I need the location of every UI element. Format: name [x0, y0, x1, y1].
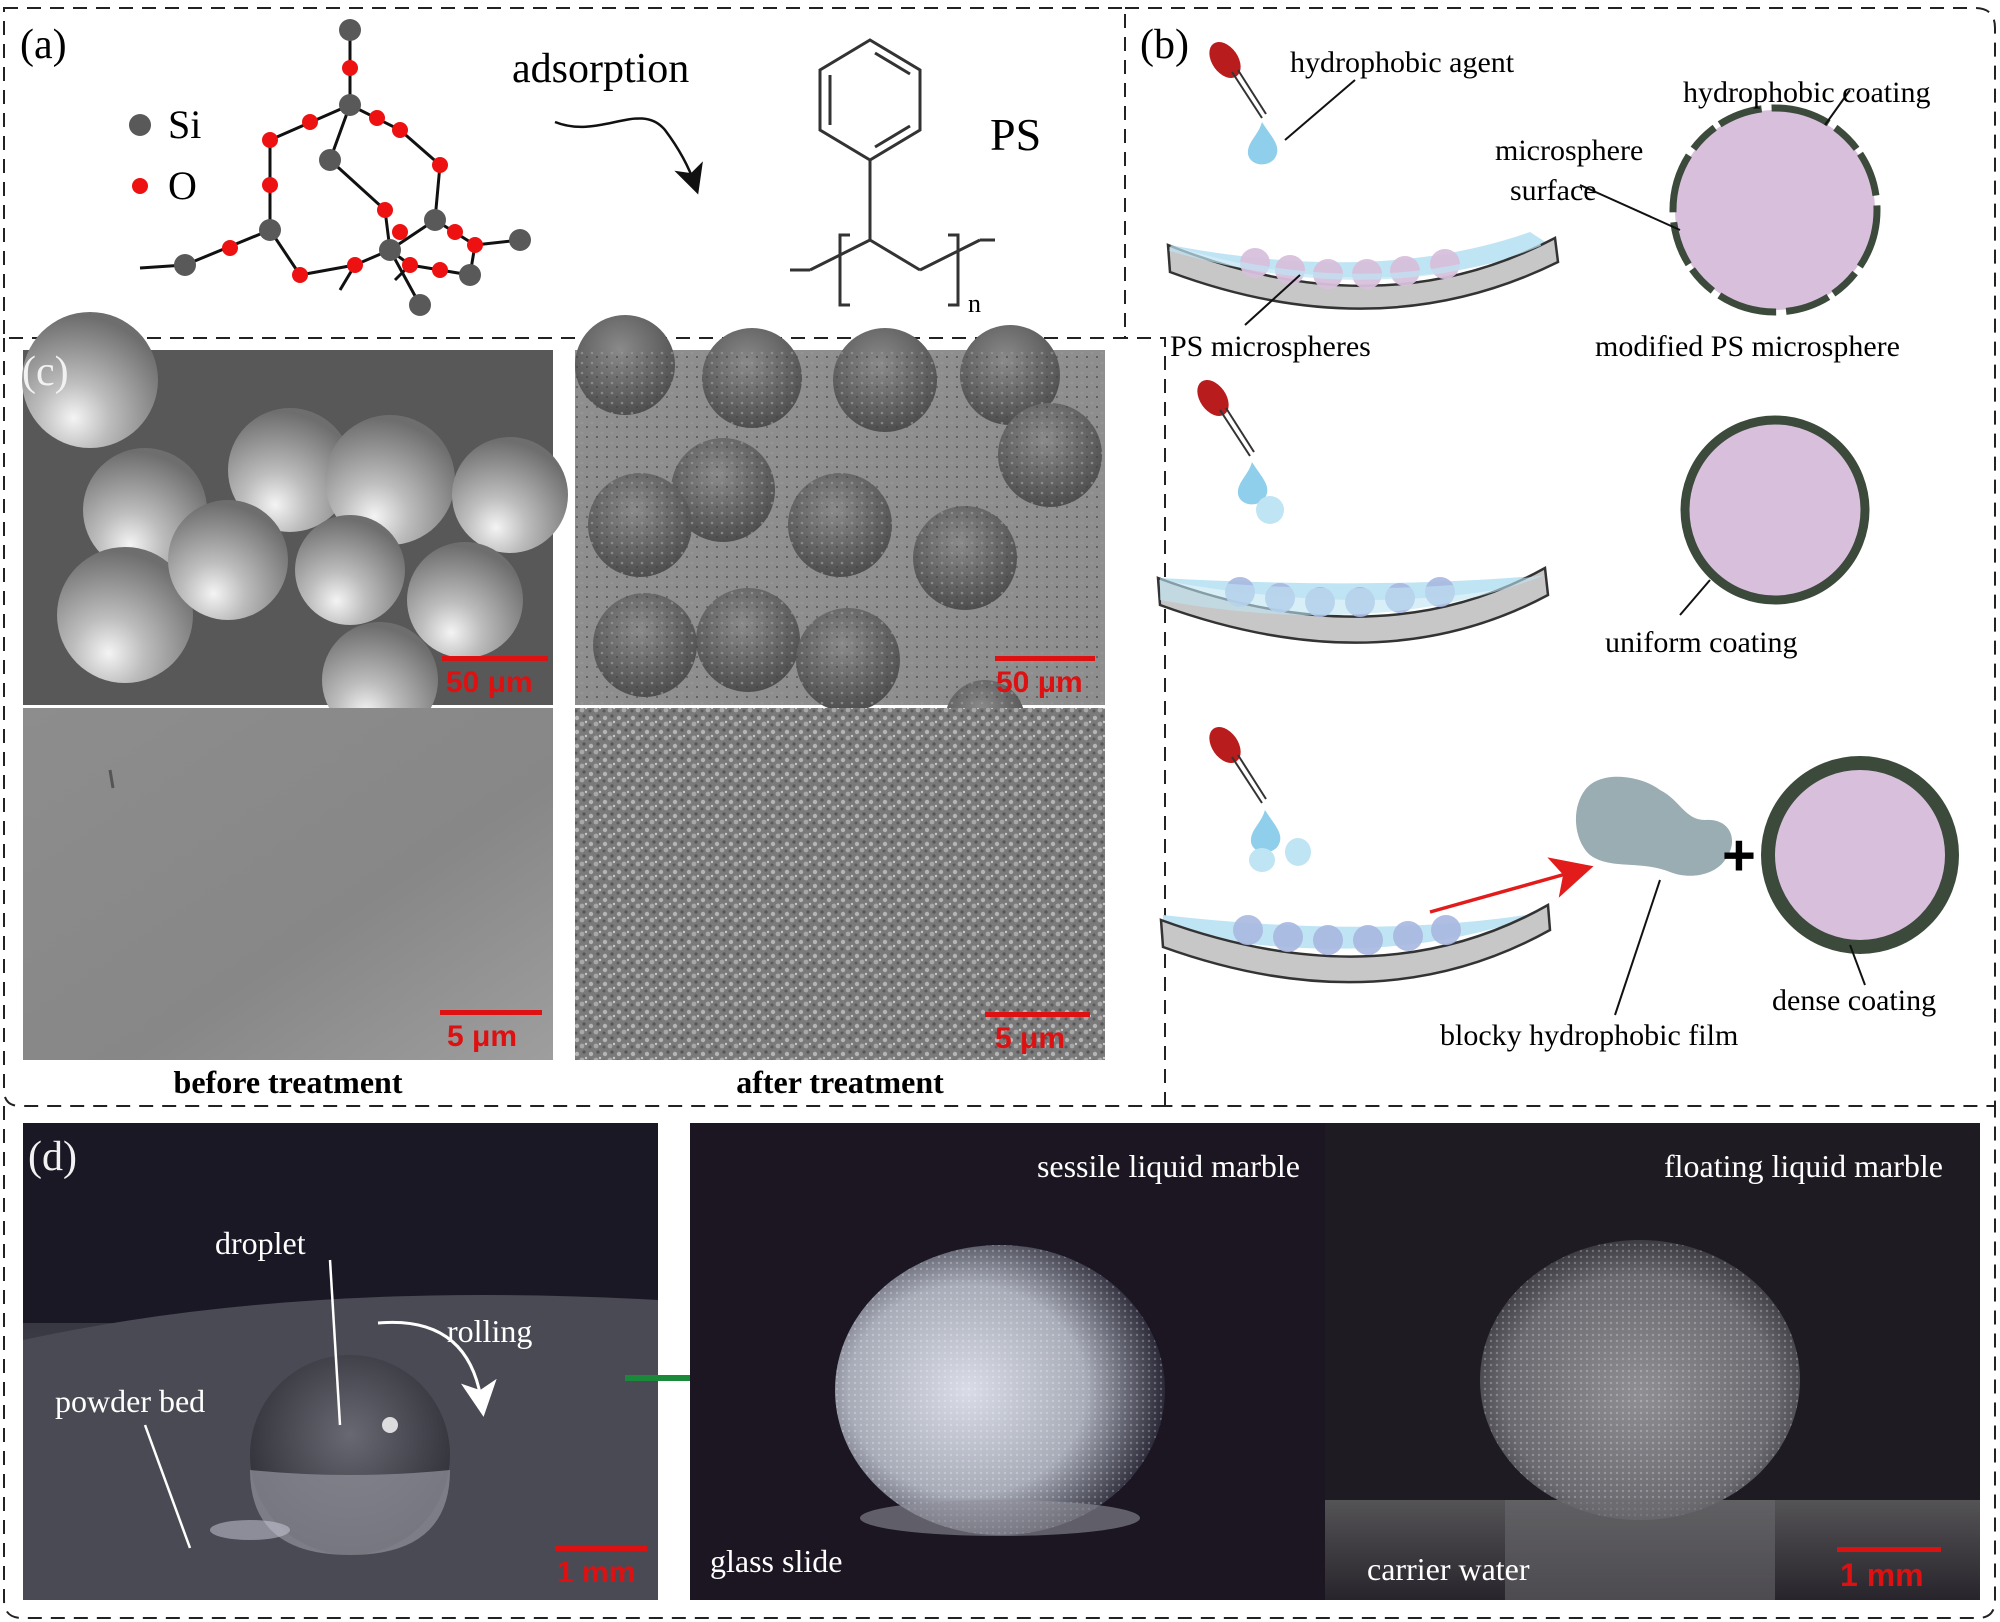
- sem-before-low-mag: (c) 50 μm: [22, 312, 568, 738]
- ps-repeat-subscript: n: [968, 289, 981, 318]
- si-legend-dot: [129, 114, 151, 136]
- dropper-2: [1197, 379, 1284, 524]
- dropper-3: [1209, 726, 1311, 872]
- coating-leader-line: [1824, 89, 1851, 126]
- dropper-1: [1209, 41, 1278, 165]
- dish-2: [1156, 565, 1550, 644]
- scale-bar-d-right: [1837, 1547, 1941, 1552]
- hydrophobic-coating-label: hydrophobic coating: [1683, 76, 1930, 109]
- photo-floating-marble: floating liquid marble carrier water 1 m…: [1325, 1123, 1980, 1600]
- photo-rolling-droplet: (d) droplet rolling powder bed 1 mm: [23, 1123, 658, 1600]
- dish-3: [1159, 902, 1552, 984]
- uniform-coated-microsphere: [1680, 415, 1870, 605]
- sem-before-high-mag: 5 μm: [23, 708, 553, 1060]
- floating-marble-label: floating liquid marble: [1664, 1148, 1943, 1184]
- microspheres-leader-line: [1244, 274, 1301, 326]
- scale-label-br: 5 μm: [995, 1022, 1065, 1055]
- frame-b: [1125, 7, 1996, 1107]
- droplet-leader-line: [328, 1259, 342, 1426]
- panel-label-d: (d): [28, 1134, 77, 1180]
- panel-d: (d) droplet rolling powder bed 1 mm sess…: [23, 1123, 1980, 1600]
- sem-after-low-mag: 50 μm: [575, 315, 1105, 760]
- scale-bar-tr: [995, 656, 1095, 661]
- powder-leader-line: [143, 1424, 192, 1549]
- dense-coated-microsphere: [1761, 756, 1959, 954]
- droplet-label: droplet: [215, 1225, 306, 1261]
- caption-after-treatment: after treatment: [736, 1064, 944, 1100]
- o-atoms: [222, 60, 483, 283]
- ps-label: PS: [990, 109, 1041, 160]
- glass-slide-label: glass slide: [710, 1543, 842, 1579]
- ps-microspheres-label: PS microspheres: [1170, 330, 1371, 363]
- rolling-label: rolling: [447, 1313, 532, 1349]
- scale-bar-tl: [442, 656, 548, 661]
- panel-label-b: (b): [1140, 22, 1189, 68]
- frame-c: [3, 337, 1166, 1107]
- panel-frames: [3, 7, 1996, 1619]
- modified-microsphere-label: modified PS microsphere: [1595, 330, 1900, 363]
- panel-label-c: (c): [22, 349, 69, 395]
- scale-bar-d-left: [555, 1546, 647, 1551]
- sessile-marble-label: sessile liquid marble: [1037, 1148, 1300, 1184]
- hydrophobic-agent-label: hydrophobic agent: [1290, 46, 1515, 79]
- surface-label-line1: microsphere: [1495, 134, 1643, 167]
- scale-bar-br: [985, 1012, 1090, 1017]
- uniform-coating-label: uniform coating: [1605, 626, 1797, 659]
- panel-b: (b) hydrophobic agent PS microspheres: [1140, 22, 1959, 1052]
- scale-label-tr: 50 μm: [996, 666, 1083, 699]
- rolling-arrow: [377, 1320, 497, 1417]
- plus-sign: +: [1722, 823, 1756, 888]
- o-legend-dot: [132, 178, 148, 194]
- frame-d: [3, 1106, 1996, 1619]
- blocky-hydrophobic-film: [1575, 776, 1733, 876]
- panel-c: (c) 50 μm 50: [22, 312, 1105, 1100]
- uniform-leader-line: [1679, 579, 1711, 616]
- carrier-water-label: carrier water: [1367, 1551, 1530, 1587]
- panel-a: (a) Si O: [20, 19, 1041, 318]
- surface-label-line2: surface: [1510, 174, 1597, 207]
- red-arrow: [1429, 857, 1594, 914]
- modified-microsphere: [1669, 104, 1881, 316]
- adsorption-label: adsorption: [512, 46, 689, 92]
- photo-sessile-marble: sessile liquid marble glass slide: [690, 1123, 1325, 1600]
- scale-label-d-right: 1 mm: [1840, 1557, 1924, 1593]
- dense-leader-line: [1849, 944, 1866, 986]
- adsorption-arrow: [554, 117, 703, 195]
- agent-leader-line: [1284, 79, 1356, 141]
- powder-bed-label: powder bed: [55, 1383, 205, 1419]
- scale-label-bl: 5 μm: [447, 1020, 517, 1053]
- blocky-leader-line: [1614, 879, 1661, 1016]
- dish-1: [1166, 232, 1560, 310]
- scale-label-d-left: 1 mm: [557, 1556, 635, 1589]
- dense-coating-label: dense coating: [1772, 984, 1936, 1017]
- scale-bar-bl: [440, 1010, 542, 1015]
- ps-structure: [790, 38, 995, 307]
- blocky-film-label: blocky hydrophobic film: [1440, 1019, 1738, 1052]
- si-atoms: [174, 19, 531, 316]
- si-legend-label: Si: [168, 102, 201, 147]
- caption-before-treatment: before treatment: [174, 1064, 403, 1100]
- sem-after-high-mag: 5 μm: [575, 708, 1105, 1060]
- panel-label-a: (a): [20, 22, 67, 68]
- surface-leader-line: [1579, 184, 1681, 231]
- scale-label-tl: 50 μm: [446, 666, 533, 699]
- o-legend-label: O: [168, 163, 197, 208]
